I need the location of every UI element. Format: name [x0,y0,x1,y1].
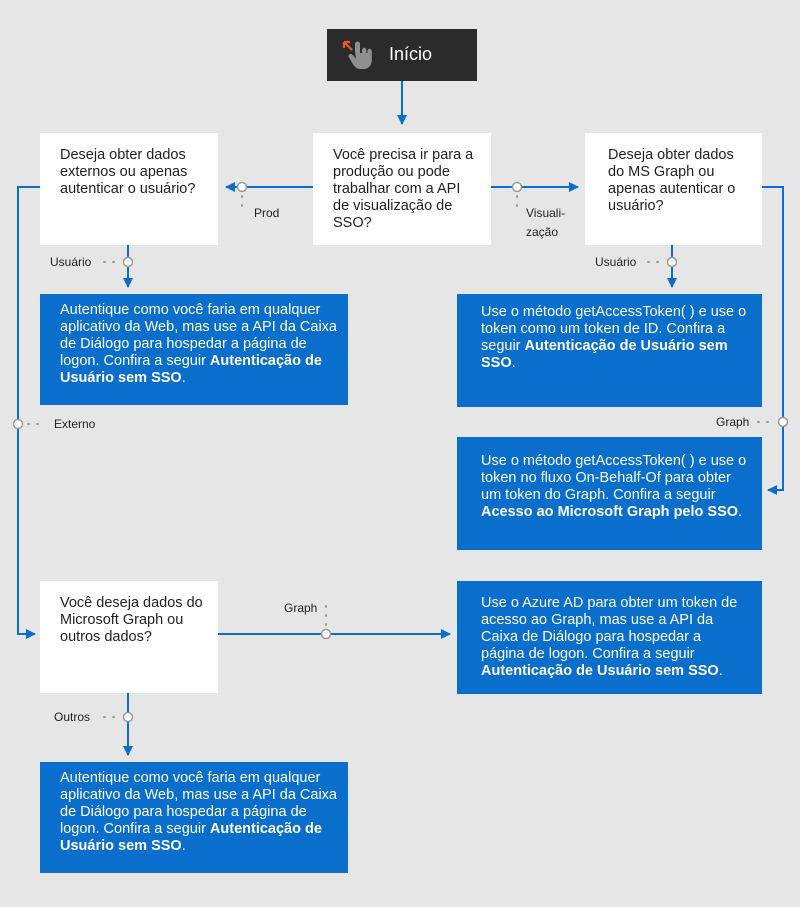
edge-label-preview-2: zação [526,225,559,239]
start-label: Início [389,44,433,64]
answer-azure-ad: Use o Azure AD para obter um token de ac… [457,581,762,694]
answer-dialog-auth-2-end: . [181,838,186,854]
answer-token-id-link[interactable]: Autenticação de Usuário sem SSO [481,338,728,371]
answer-dialog-auth-1-end: . [181,370,186,386]
answer-azure-ad-end: . [718,663,723,679]
answer-dialog-auth-2: Autentique como você faria em qualquer a… [40,762,348,873]
question-msgraph-or-auth: Deseja obter dados do MS Graph ou apenas… [585,133,762,245]
question-external-or-auth-text: Deseja obter dados externos ou apenas au… [60,147,196,197]
answer-token-id-text: Use o método getAccessToken( ) e use o t… [481,304,747,354]
answer-azure-ad-text: Use o Azure AD para obter um token de ac… [481,595,738,662]
edge-label-user-left: Usuário [50,255,92,269]
answer-token-id-end: . [511,355,516,371]
answer-dialog-auth-1-link[interactable]: Autenticação de Usuário sem SSO [60,353,322,386]
answer-token-id: Use o método getAccessToken( ) e use o t… [457,294,762,407]
edge-label-user-right: Usuário [595,255,637,269]
answer-dialog-auth-2-link[interactable]: Autenticação de Usuário sem SSO [60,821,322,854]
answer-on-behalf-of-text: Use o método getAccessToken( ) e use o t… [481,453,747,503]
edge-label-prod: Prod [254,206,280,220]
question-graph-or-other-text: Você deseja dados do Microsoft Graph ou … [60,595,203,645]
question-graph-or-other: Você deseja dados do Microsoft Graph ou … [40,581,218,693]
answer-on-behalf-of-end: . [738,504,743,520]
hand-pointer-icon [342,40,372,69]
answer-on-behalf-of-link[interactable]: Acesso ao Microsoft Graph pelo SSO [481,504,739,520]
answer-azure-ad-link[interactable]: Autenticação de Usuário sem SSO [481,663,719,679]
question-external-or-auth: Deseja obter dados externos ou apenas au… [40,133,218,245]
answer-dialog-auth-2-text: Autentique como você faria em qualquer a… [60,770,337,837]
answer-dialog-auth-1: Autentique como você faria em qualquer a… [40,294,348,405]
edge-label-external: Externo [54,417,96,431]
start-node: Início [327,29,477,81]
answer-dialog-auth-1-text: Autentique como você faria em qualquer a… [60,302,337,369]
question-msgraph-or-auth-text: Deseja obter dados do MS Graph ou apenas… [608,147,736,214]
answer-on-behalf-of: Use o método getAccessToken( ) e use o t… [457,437,762,550]
question-production-text: Você precisa ir para a produção ou pode … [333,147,474,231]
edge-label-graph-right: Graph [716,415,750,429]
edge-label-preview-1: Visuali- [526,206,566,220]
question-production: Você precisa ir para a produção ou pode … [313,133,491,245]
edge-label-others: Outros [54,710,91,724]
edge-label-graph-middle: Graph [284,601,318,615]
